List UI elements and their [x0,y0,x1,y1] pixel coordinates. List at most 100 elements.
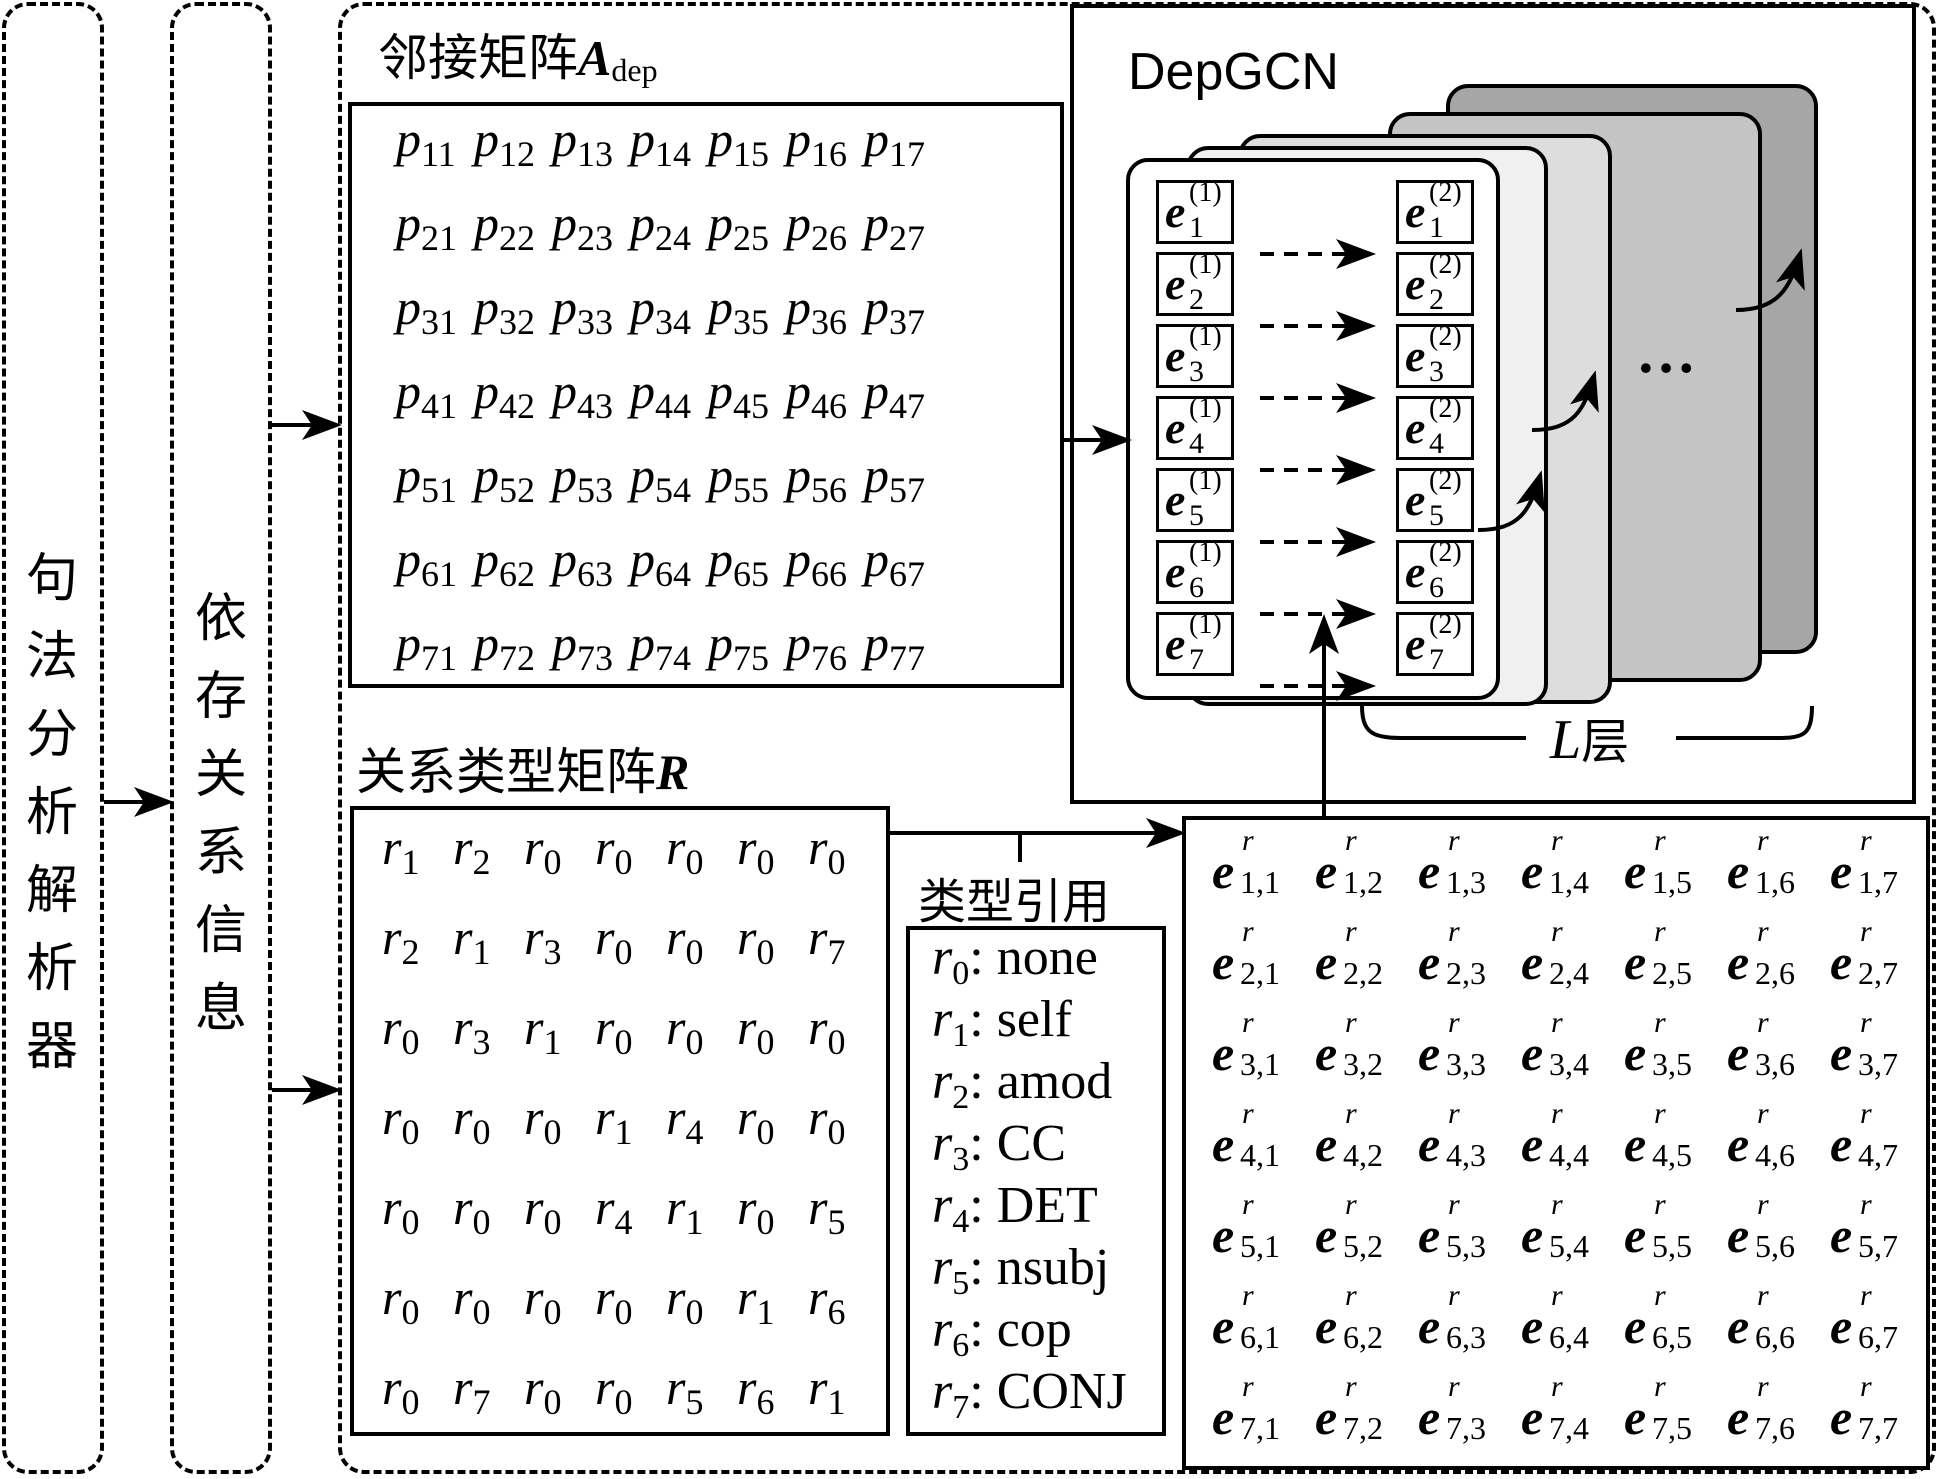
relation-cell: r1 [453,909,491,972]
embedding-cell-index: 6,7 [1858,1319,1898,1355]
embedding-cell-sup: r [1345,1097,1357,1130]
adjacency-cell-index: 23 [577,218,613,258]
curve-arrow-3 [1735,248,1805,312]
relation-cell-index: 0 [401,1292,420,1332]
embedding-cell-index: 1,6 [1755,864,1795,900]
adjacency-cell-index: 76 [811,638,847,678]
relation-cell: r0 [737,1089,775,1152]
gcn-node-layer2: e(2)1 [1396,177,1474,244]
embedding-cell-sup: r [1242,824,1254,857]
embedding-cell-sup: r [1757,1006,1769,1039]
embedding-cell-sup: r [1551,1188,1563,1221]
embedding-cell-sup: r [1860,915,1872,948]
relation-cell-index: 0 [756,1202,775,1242]
adjacency-cell: p41 [396,363,457,426]
adjacency-cell-index: 67 [889,554,925,594]
adjacency-cell-index: 45 [733,386,769,426]
adjacency-cell-index: 44 [655,386,691,426]
embedding-cell-sup: r [1448,1370,1460,1403]
adjacency-cell: p37 [864,279,925,342]
gcn-node-index: 7 [1429,643,1444,676]
gcn-node-letter: e [1405,186,1426,237]
embedding-cell-index: 6,1 [1240,1319,1280,1355]
gcn-node-sup: (2) [1429,321,1462,352]
adjacency-cell-index: 32 [499,302,535,342]
relation-cell-index: 2 [472,842,491,882]
adjacency-cell-index: 31 [421,302,457,342]
relation-cell: r1 [382,819,420,882]
embedding-cell-index: 2,4 [1549,955,1589,991]
relation-cell-index: 6 [827,1292,846,1332]
gcn-node-layer1: e(1)7 [1156,609,1234,676]
relation-cell: r0 [808,819,846,882]
adjacency-cell: p55 [708,447,769,510]
embedding-cell-sup: r [1448,1279,1460,1312]
embedding-cell-index: 6,4 [1549,1319,1589,1355]
dependency-info-box [170,2,272,1474]
embedding-cell-sup: r [1654,1006,1666,1039]
label-char: 法 [25,627,78,687]
gcn-node-sup: (1) [1189,393,1222,424]
relation-cell: r0 [524,1359,562,1422]
relation-cell-index: 0 [685,1022,704,1062]
gcn-node-sup: (1) [1189,465,1222,496]
adjacency-cell-index: 52 [499,470,535,510]
gcn-node-layer1: e(1)1 [1156,177,1234,244]
embedding-cell-sup: r [1551,915,1563,948]
relation-cell-index: 7 [472,1382,491,1422]
embedding-cell-sup: r [1242,1006,1254,1039]
adjacency-cell: p14 [630,111,691,174]
embedding-cell-sup: r [1242,1097,1254,1130]
embedding-cell-index: 3,5 [1652,1046,1692,1082]
embedding-cell-index: 6,3 [1446,1319,1486,1355]
label-char: 分 [25,705,78,765]
embedding-cell-index: 5,7 [1858,1228,1898,1264]
relation-cell-index: 1 [614,1112,633,1152]
gcn-node-letter: e [1165,186,1186,237]
adjacency-cell-index: 55 [733,470,769,510]
type-ref-name: : nsubj [969,1239,1110,1296]
relation-cell: r5 [666,1359,704,1422]
embedding-cell-index: 3,6 [1755,1046,1795,1082]
type-ref-symbol: r [932,1363,953,1420]
type-ref-item: r0: none [932,928,1098,993]
embedding-cell-sup: r [1448,1188,1460,1221]
adjacency-cell: p46 [786,363,847,426]
adjacency-cell: p75 [708,615,769,678]
relation-cell-index: 1 [401,842,420,882]
embedding-cell-sup: r [1654,1097,1666,1130]
relation-cell-index: 0 [401,1382,420,1422]
type-ref-index: 4 [952,1203,970,1240]
relation-cell-index: 4 [685,1112,704,1152]
embedding-cell-sup: r [1242,1188,1254,1221]
adjacency-cell-index: 66 [811,554,847,594]
gcn-node-layer2: e(2)5 [1396,465,1474,532]
embedding-cell-index: 4,1 [1240,1137,1280,1173]
type-ref-title: 类型引用 [918,874,1111,930]
relation-cell: r0 [382,1179,420,1242]
relation-cell-index: 0 [543,842,562,882]
adjacency-cell: p36 [786,279,847,342]
relation-cell-index: 0 [756,932,775,972]
embedding-cell-sup: r [1757,1279,1769,1312]
embedding-cell-sup: r [1345,1370,1357,1403]
adjacency-cell-index: 61 [421,554,457,594]
gcn-node-index: 6 [1189,571,1204,604]
adjacency-cell-index: 47 [889,386,925,426]
adjacency-title-text: 邻接矩阵 [378,29,578,87]
embedding-cell-index: 5,6 [1755,1228,1795,1264]
relation-cell: r3 [453,999,491,1062]
adjacency-cell-index: 11 [421,134,456,174]
embedding-cell-index: 2,2 [1343,955,1383,991]
type-ref-name: : DET [969,1177,1098,1234]
